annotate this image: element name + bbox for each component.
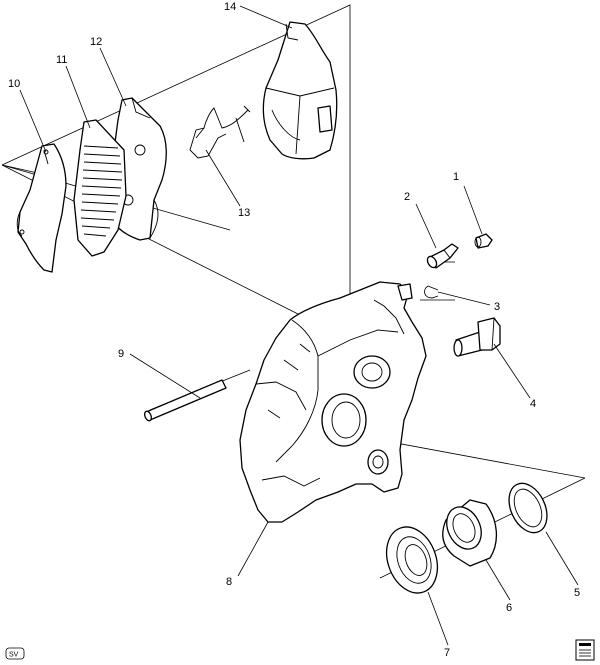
callout-10: 10: [8, 78, 20, 90]
callout-14: 14: [224, 1, 236, 13]
bleeder-valve: [426, 243, 459, 269]
caliper-housing: [239, 281, 427, 523]
callout-4: 4: [530, 398, 536, 410]
piston-seal: [508, 482, 548, 534]
callout-8: 8: [226, 576, 232, 588]
bleeder-cap: [474, 233, 493, 249]
callout-2: 2: [404, 191, 410, 203]
caliper-bolt: [453, 317, 501, 357]
callout-11: 11: [56, 54, 67, 66]
callout-9: 9: [118, 348, 124, 360]
callout-5: 5: [574, 587, 580, 599]
callout-1: 1: [453, 171, 459, 183]
leader-lines: [19, 5, 579, 646]
pad-wear-clip: [16, 143, 67, 273]
bolt-clip: [424, 285, 439, 299]
callout-7: 7: [444, 647, 450, 659]
guide-pin: [143, 379, 227, 422]
callout-6: 6: [506, 602, 512, 614]
caliper-piston: [442, 499, 497, 567]
callout-3: 3: [494, 301, 500, 313]
callouts: 14 12 11 10 13 1 2 3 4 9 5 6 7 8: [8, 1, 580, 659]
document-icon: [575, 639, 595, 661]
callout-13: 13: [238, 207, 250, 219]
piston-dust-boot: [385, 526, 439, 594]
insulator-hatching: [80, 145, 123, 237]
pad-retainer-spring: [189, 105, 251, 159]
callout-12: 12: [90, 36, 102, 48]
brake-pad-insulator: [73, 119, 127, 257]
brake-pad-outer: [262, 21, 338, 160]
view-badge: SV: [5, 647, 25, 660]
view-badge-label: SV: [9, 652, 19, 659]
